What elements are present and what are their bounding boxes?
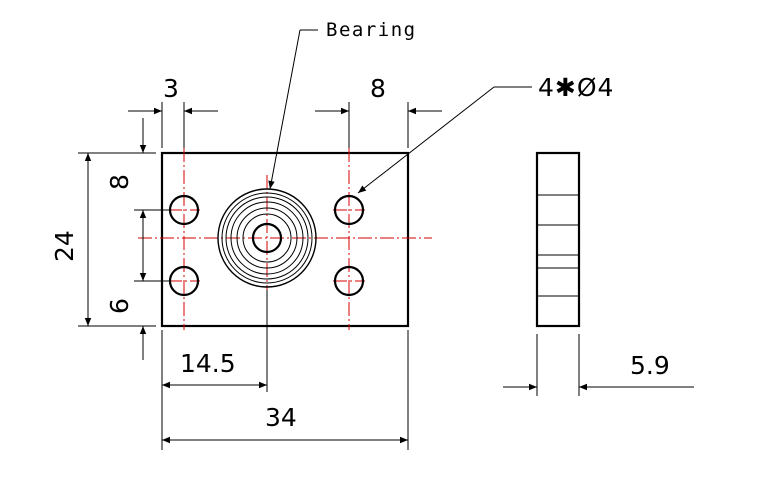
label-holes: 4✱Ø4: [538, 73, 614, 102]
bearing-bore: [251, 222, 283, 254]
bearing-ring: [236, 207, 298, 269]
dim-text-8-left: 8: [105, 174, 134, 190]
annotations: Bearing 4✱Ø4 3 8 24 8 6 14.5 34 5.9: [50, 19, 670, 432]
dim-text-5-9: 5.9: [630, 351, 670, 380]
bearing-ring: [221, 192, 313, 284]
hole-top-right: [333, 194, 365, 226]
hole-bottom-right: [333, 265, 365, 297]
dim-text-24: 24: [50, 230, 79, 262]
dim-text-8-top: 8: [370, 74, 386, 103]
plate-outline: [160, 151, 410, 328]
dim-text-14-5: 14.5: [180, 349, 236, 378]
bearing-ring: [225, 196, 309, 280]
leader-bearing: [268, 29, 301, 190]
side-view: [535, 151, 581, 328]
centerlines: [138, 148, 432, 330]
label-bearing: Bearing: [326, 19, 417, 41]
bearing-ring: [242, 213, 292, 263]
bearing-ring-outer: [217, 188, 317, 288]
bearing: [217, 188, 317, 288]
dimension-lines: [78, 29, 694, 450]
dim-text-34: 34: [265, 403, 297, 432]
side-outline: [535, 151, 581, 328]
front-view: [138, 148, 432, 330]
dim-text-3: 3: [163, 74, 179, 103]
leader-holes: [357, 86, 495, 194]
bearing-ring: [230, 201, 304, 275]
dim-text-6-left: 6: [105, 298, 134, 314]
